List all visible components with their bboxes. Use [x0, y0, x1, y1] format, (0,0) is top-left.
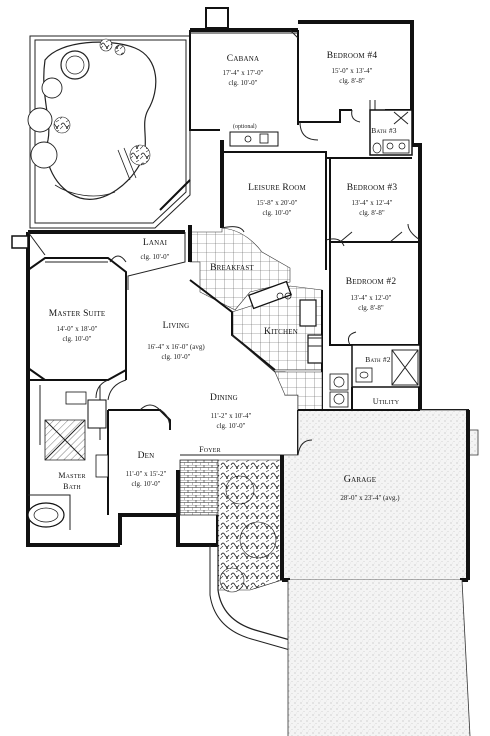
dining-ceiling: clg. 10'-0" — [216, 422, 245, 430]
bedroom3-ceiling: clg. 8'-8" — [359, 209, 385, 217]
garage-label: Garage — [344, 474, 377, 485]
leisure-dims: 15'-8" x 20'-0" — [257, 199, 298, 207]
living-ceiling: clg. 10'-0" — [161, 353, 190, 361]
bedroom4-label: Bedroom #4 — [327, 51, 378, 61]
cabana-room: (optional) Cabana 17'-4" x 17'-0" clg. 1… — [189, 29, 299, 147]
bath2-room: Bath #2 — [351, 344, 421, 388]
leisure-label: Leisure Room — [248, 183, 306, 193]
master-bath-room: Master Bath — [27, 379, 109, 530]
garage-room: Garage 28'-0" x 23'-4" (avg.) — [280, 409, 479, 582]
planter-circles — [27, 77, 63, 169]
optional-note: (optional) — [233, 123, 257, 130]
bath2-label: Bath #2 — [365, 355, 391, 364]
foyer-label: Foyer — [199, 445, 221, 454]
bedroom2-dims: 13'-4" x 12'-0" — [351, 294, 392, 302]
bedroom4-ceiling: clg. 8'-8" — [339, 77, 365, 85]
spa — [60, 50, 90, 80]
dining-dims: 11'-2" x 10'-4" — [211, 412, 252, 420]
bedroom3-room: Bedroom #3 13'-4" x 12'-4" clg. 8'-8" — [329, 158, 420, 243]
dining-label: Dining — [210, 393, 238, 403]
master-suite-label: Master Suite — [49, 309, 106, 319]
den-room: Den 11'-0" x 15'-2" clg. 10'-0" — [107, 404, 171, 515]
master-bath-label-line1: Master — [58, 471, 85, 480]
bath3-room: Bath #3 — [369, 109, 413, 156]
breakfast-area: Breakfast — [188, 225, 291, 311]
garage-dims: 28'-0" x 23'-4" (avg.) — [340, 494, 400, 502]
cabana-dims: 17'-4" x 17'-0" — [223, 69, 264, 77]
bedroom3-label: Bedroom #3 — [347, 183, 398, 193]
living-label: Living — [163, 321, 190, 331]
bedroom4-dims: 15'-0" x 13'-4" — [332, 67, 373, 75]
cabana-ceiling: clg. 10'-0" — [228, 79, 257, 87]
utility-label: Utility — [373, 397, 400, 406]
den-ceiling: clg. 10'-0" — [131, 480, 160, 488]
den-label: Den — [138, 451, 155, 461]
master-bath-label-line2: Bath — [63, 482, 81, 491]
master-suite-ceiling: clg. 10'-0" — [62, 335, 91, 343]
lanai-ceiling: clg. 10'-0" — [140, 253, 169, 261]
kitchen-label: Kitchen — [264, 327, 298, 337]
bedroom2-ceiling: clg. 8'-8" — [358, 304, 384, 312]
lanai-label: Lanai — [143, 238, 168, 248]
driveway — [287, 579, 471, 736]
bedroom2-room: Bedroom #2 13'-4" x 12'-0" clg. 8'-8" — [329, 242, 420, 346]
master-suite-room: Master Suite 14'-0" x 18'-0" clg. 10'-0" — [27, 257, 127, 381]
door-swings — [95, 121, 421, 456]
pool-courtyard — [27, 35, 191, 229]
bedroom3-dims: 13'-4" x 12'-4" — [352, 199, 393, 207]
leisure-room: Leisure Room 15'-8" x 20'-0" clg. 10'-0" — [220, 140, 412, 270]
bath3-label: Bath #3 — [371, 126, 397, 135]
breakfast-label: Breakfast — [210, 263, 254, 273]
living-dims: 16'-4" x 16'-0" (avg) — [147, 343, 205, 351]
foyer-area: Foyer — [179, 445, 240, 516]
lanai-area: Lanai clg. 10'-0" — [27, 231, 186, 290]
cabana-label: Cabana — [227, 54, 259, 64]
master-suite-dims: 14'-0" x 18'-0" — [57, 325, 98, 333]
bedroom2-label: Bedroom #2 — [346, 277, 397, 287]
entry-landscaping — [209, 459, 291, 651]
den-dims: 11'-0" x 15'-2" — [126, 470, 167, 478]
living-room: Living 16'-4" x 16'-0" (avg) clg. 10'-0" — [107, 272, 205, 411]
kitchen-area: Kitchen — [189, 279, 323, 372]
shrub-group — [53, 38, 151, 166]
leisure-ceiling: clg. 10'-0" — [262, 209, 291, 217]
